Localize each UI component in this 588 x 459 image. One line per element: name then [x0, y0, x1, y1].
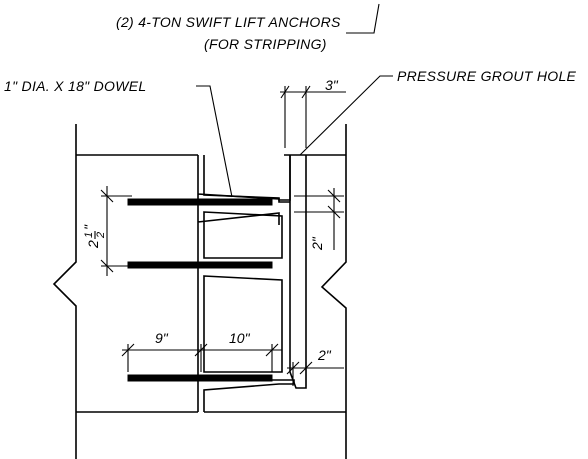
lift-anchor-leader: [346, 3, 380, 34]
dim-dowel-spacing-tick-bottom: [100, 259, 114, 273]
dim-2in-bottom-tick-right: [299, 361, 313, 375]
svg-text:2: 2: [95, 232, 107, 239]
grout-channel: [289, 155, 307, 389]
dim-embed-right-label: 10": [229, 330, 251, 346]
grout-hole-note: PRESSURE GROUT HOLE: [397, 68, 577, 84]
dim-2in-bottom-tick-left: [286, 361, 300, 375]
dim-embed-tick-left: [121, 343, 135, 357]
dim-dowel-spacing-label: 2 1 2 ": [81, 224, 107, 249]
dim-2in-right-tick-mid: [327, 205, 341, 219]
male-keyway-profile: [197, 155, 290, 412]
keyway-pocket-lower: [203, 275, 283, 373]
dim-embed-tick-right: [265, 343, 279, 357]
dim-embed-tick-mid: [194, 343, 208, 357]
female-keyway-profile: [203, 155, 295, 412]
dowel-middle: [127, 261, 273, 269]
lift-anchor-note: (2) 4-TON SWIFT LIFT ANCHORS: [116, 14, 341, 30]
dim-embed-left-label: 9": [155, 330, 169, 346]
dim-2in-right-label: 2": [309, 236, 325, 251]
svg-text:": ": [81, 224, 97, 230]
keyway-pocket-upper: [203, 211, 283, 259]
svg-text:2: 2: [85, 240, 101, 249]
svg-text:2": 2": [309, 236, 325, 251]
right-panel-outline: [320, 124, 347, 459]
dim-2in-bottom-label: 2": [317, 347, 332, 363]
left-panel-outline: [52, 124, 77, 459]
dim-dowel-spacing-tick-top: [100, 189, 114, 203]
dim-3in-tick-right: [301, 85, 311, 99]
dowel-note: 1" DIA. X 18" DOWEL: [4, 78, 146, 94]
dim-3in-label: 3": [325, 77, 339, 93]
dim-3in-tick-left: [280, 85, 290, 99]
dowel-bottom: [127, 374, 273, 382]
svg-text:1: 1: [83, 232, 95, 238]
dim-2in-right-tick-top: [327, 189, 341, 203]
lift-anchor-note-sub: (FOR STRIPPING): [204, 36, 327, 52]
dowel-top: [127, 198, 273, 206]
dowel-leader: [196, 85, 233, 198]
grout-hole-leader: [299, 75, 393, 156]
